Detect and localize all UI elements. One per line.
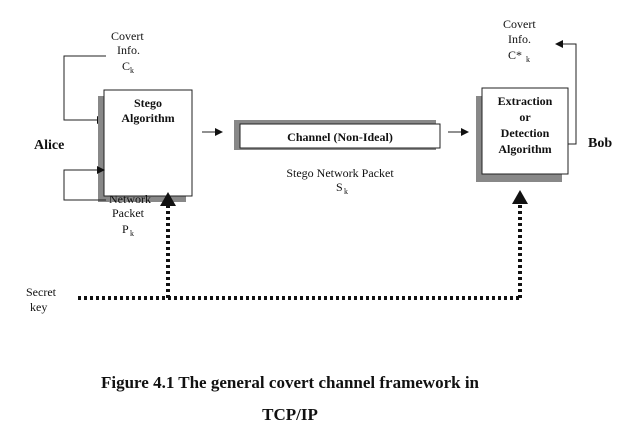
svg-text:Extraction: Extraction [498,94,553,108]
svg-text:k: k [130,229,134,238]
svg-text:Packet: Packet [112,206,145,220]
stego-algorithm-box: Stego Algorithm [98,89,193,202]
svg-text:Secret: Secret [26,285,57,299]
svg-text:C*: C* [508,48,522,62]
svg-text:Channel (Non-Ideal): Channel (Non-Ideal) [287,130,393,144]
covert-info-input: Covert Info. C k [111,29,144,75]
stego-packet-label: Stego Network Packet S k [286,166,394,196]
svg-text:S: S [336,180,343,194]
covert-info-connector [63,55,106,124]
svg-text:Info.: Info. [117,43,140,57]
svg-text:k: k [526,55,530,64]
svg-text:Stego Network Packet: Stego Network Packet [286,166,394,180]
figure-caption-line2: TCP/IP [262,405,318,424]
covert-info-output: Covert Info. C* k [503,17,536,64]
bob-label: Bob [588,136,612,151]
svg-text:key: key [30,300,47,314]
network-packet-connector [63,166,106,201]
svg-text:P: P [122,222,129,236]
covert-info-output-connector [555,40,577,145]
svg-text:C: C [122,59,130,73]
svg-text:or: or [519,110,531,124]
figure-caption-line1: Figure 4.1 The general covert channel fr… [101,373,480,392]
svg-text:k: k [130,66,134,75]
alice-label: Alice [34,138,64,153]
secret-key-path [78,204,522,300]
svg-text:Covert: Covert [111,29,144,43]
svg-text:Covert: Covert [503,17,536,31]
network-packet-label: Network Packet P k [109,192,151,238]
svg-text:k: k [344,187,348,196]
key-arrowhead-stego [160,192,176,206]
svg-text:Algorithm: Algorithm [121,111,174,125]
extraction-box: Extraction or Detection Algorithm [476,87,569,182]
svg-text:Network: Network [109,192,151,206]
svg-text:Info.: Info. [508,32,531,46]
svg-text:Stego: Stego [134,96,162,110]
key-arrowhead-extraction [512,190,528,204]
svg-text:Detection: Detection [501,126,550,140]
svg-text:Algorithm: Algorithm [498,142,551,156]
channel-box: Channel (Non-Ideal) [234,120,441,150]
secret-key-label: Secret key [26,285,57,314]
